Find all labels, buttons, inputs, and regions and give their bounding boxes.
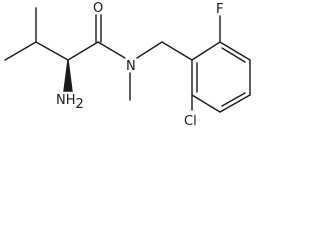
atom-nitrogen: N [126,59,136,74]
atom-amine-subscript: 2 [76,97,84,112]
ring-bond-c5-c6 [191,94,221,113]
bond-wedge-amine [63,59,73,92]
bond-n-ch2 [136,41,163,59]
ring-inner-c2-c3 [221,47,246,63]
atom-amine-symbol: NH [56,93,76,108]
atom-oxygen: O [93,1,103,16]
structure-diagram: O N NH2 F Cl [4,1,251,129]
bond-ch2-ring [161,41,193,61]
bond-ch-alpha [35,41,69,61]
ring-bond-c4-c5 [219,94,251,113]
atom-chlorine: Cl [184,114,197,129]
bond-group [4,7,251,113]
atom-fluorine: F [216,2,223,17]
ring-bond-c2-c3 [219,41,251,61]
atom-amine: NH2 [56,93,84,112]
bond-carbonyl-n [97,41,126,59]
ring-bond-c1-c2 [191,41,221,61]
ring-inner-c4-c5 [221,92,246,107]
bond-methyl1-ch [4,41,37,61]
bond-alpha-carbonyl [67,41,99,61]
